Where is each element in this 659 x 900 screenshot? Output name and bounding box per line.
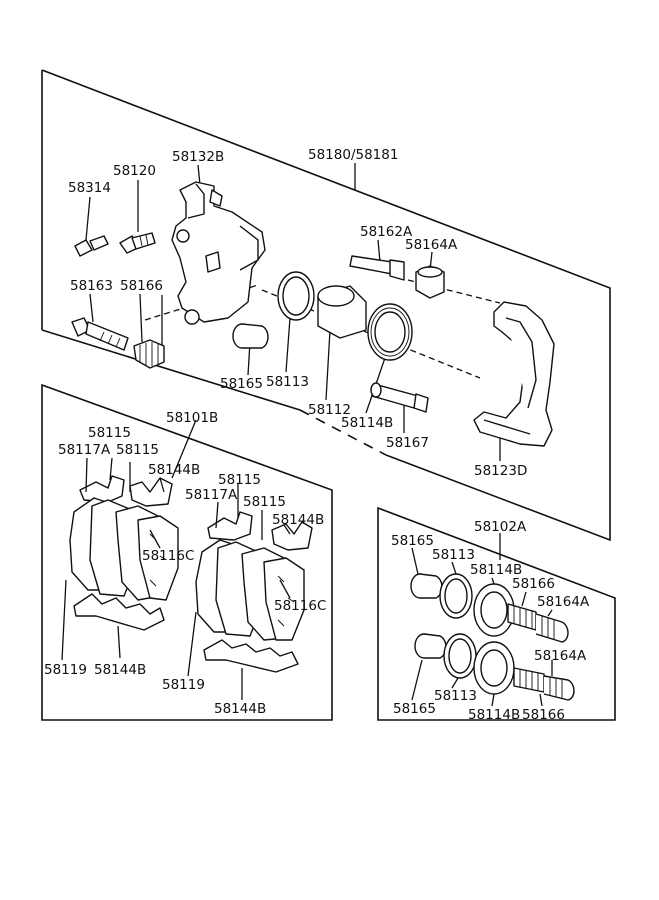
label-58120: 58120 — [113, 163, 156, 179]
label-kit-58165-bottom: 58165 — [393, 701, 436, 717]
label-58113: 58113 — [266, 374, 309, 390]
label-pad-right-58117a: 58117A — [185, 487, 238, 503]
piston-seal-part — [277, 271, 315, 321]
label-pad-left-58144b-bottom: 58144B — [94, 662, 146, 678]
label-pad-right-58144b-top: 58144B — [272, 512, 324, 528]
label-kit-58113-top: 58113 — [432, 547, 475, 563]
label-58164a: 58164A — [405, 237, 458, 253]
label-58180-58181: 58180/58181 — [308, 147, 398, 163]
assembly-frame-break — [299, 409, 387, 456]
pad-set-right — [195, 511, 313, 673]
label-pad-right-58116c: 58116C — [274, 598, 326, 614]
guide-pin-part — [370, 382, 429, 413]
guide-bolt-part — [71, 317, 129, 351]
guide-pin-a-part — [349, 255, 405, 281]
label-pad-right-58115-b: 58115 — [243, 494, 286, 510]
label-pad-left-58144b-top: 58144B — [148, 462, 200, 478]
label-pad-left-58115-b: 58115 — [116, 442, 159, 458]
seal-kit-row-1 — [410, 573, 569, 643]
pad-kit-frame — [41, 383, 333, 721]
label-pad-left-58117a: 58117A — [58, 442, 111, 458]
label-58102a: 58102A — [474, 519, 527, 535]
label-pad-right-58119: 58119 — [162, 677, 205, 693]
label-kit-58114b-bottom: 58114B — [468, 707, 520, 723]
label-58132b: 58132B — [172, 149, 224, 165]
label-58162a: 58162A — [360, 224, 413, 240]
label-58167: 58167 — [386, 435, 429, 451]
label-pad-right-58144b-bottom: 58144B — [214, 701, 266, 717]
label-58114b: 58114B — [341, 415, 393, 431]
pad-leaders-left — [61, 419, 197, 661]
bleeder-cap-part — [74, 235, 109, 257]
boot-a-part — [415, 265, 445, 299]
label-kit-58165-top: 58165 — [391, 533, 434, 549]
label-pad-left-58115-a: 58115 — [88, 425, 131, 441]
label-58112: 58112 — [308, 402, 351, 418]
piston-part — [317, 285, 367, 339]
seal-kit-leaders — [411, 533, 553, 707]
label-kit-58113-bottom: 58113 — [434, 688, 477, 704]
label-kit-58166-bottom: 58166 — [522, 707, 565, 723]
carrier-bracket-part — [473, 301, 555, 447]
seal-kit-frame — [377, 506, 616, 721]
guide-bushing-part — [232, 323, 269, 349]
small-boot-part — [133, 339, 165, 369]
label-kit-58166-top: 58166 — [512, 576, 555, 592]
label-pad-right-58115-a: 58115 — [218, 472, 261, 488]
label-pad-left-58116c: 58116C — [142, 548, 194, 564]
seal-kit-row-2 — [414, 633, 575, 701]
piston-boot-part — [367, 303, 413, 361]
label-kit-58164a-top: 58164A — [537, 594, 590, 610]
callout-labels: 58180/58181 58132B 58120 58314 58163 581… — [44, 147, 590, 723]
label-58123d: 58123D — [474, 463, 527, 479]
pad-set-left — [69, 475, 179, 631]
label-58314: 58314 — [68, 180, 111, 196]
label-58166: 58166 — [120, 278, 163, 294]
leader-lines-upper — [85, 163, 501, 461]
pad-leaders-right — [187, 484, 291, 700]
caliper-body-part — [171, 181, 266, 325]
label-pad-left-58119: 58119 — [44, 662, 87, 678]
label-58163: 58163 — [70, 278, 113, 294]
bleeder-screw-part — [119, 232, 156, 254]
label-58101b: 58101B — [166, 410, 218, 426]
label-kit-58114b-top: 58114B — [470, 562, 522, 578]
label-58165: 58165 — [220, 376, 263, 392]
label-kit-58164a-bottom: 58164A — [534, 648, 587, 664]
